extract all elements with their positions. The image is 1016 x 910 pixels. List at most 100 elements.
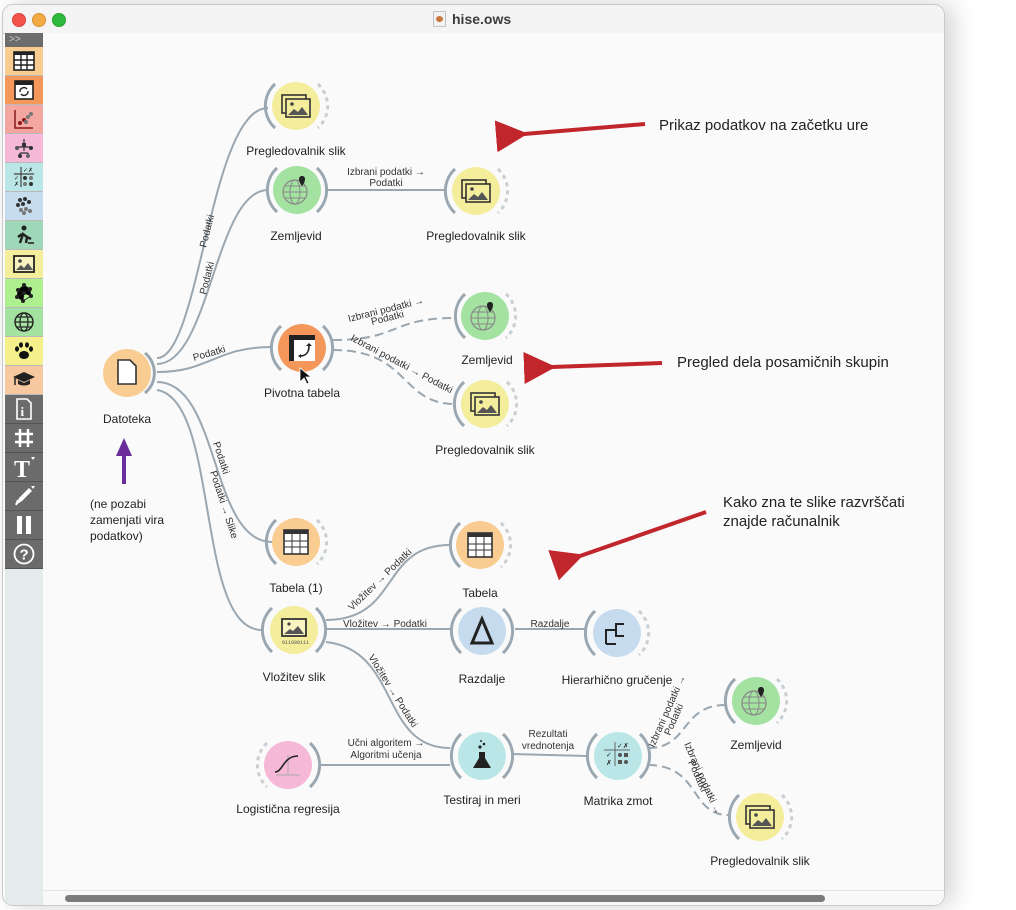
annotation-text-1[interactable]: Prikaz podatkov na začetku ure — [659, 117, 869, 134]
annotation-arrow-red-1[interactable] — [494, 120, 646, 153]
scatter-plot-icon — [14, 110, 33, 129]
node-label: Razdalje — [459, 672, 506, 686]
annotation-text-2[interactable]: Pregled dela posamičnih skupin — [677, 354, 889, 371]
category-geo-button[interactable] — [5, 308, 43, 337]
node-zemljevid-3[interactable]: Zemljevid — [723, 677, 789, 752]
scrollbar-thumb[interactable] — [65, 895, 825, 902]
graduation-cap-icon — [13, 372, 35, 386]
paw-icon — [15, 342, 33, 359]
table-icon — [13, 51, 35, 71]
annotation-text-4-line: zamenjati vira — [90, 513, 165, 527]
category-model-button[interactable] — [5, 134, 43, 163]
link-matrika-zemljevid3[interactable] — [647, 704, 727, 749]
link-label: Podatki — [198, 261, 217, 296]
node-label: Logistična regresija — [236, 802, 340, 816]
tool-pause-button[interactable] — [5, 511, 43, 540]
link-label: Razdalje — [531, 619, 570, 630]
node-testiraj-in-meri[interactable]: Testiraj in meri — [443, 732, 521, 807]
annotation-text-4-line: podatkov) — [90, 529, 143, 543]
category-visualize-button[interactable] — [5, 105, 43, 134]
link-datoteka-zemljevid1[interactable] — [156, 189, 269, 365]
node-pivotna-tabela[interactable]: Pivotna tabela — [264, 324, 340, 400]
window-title-text: hise.ows — [452, 11, 512, 27]
tool-help-button[interactable]: ? — [5, 540, 43, 569]
clusters-icon — [16, 197, 32, 215]
category-data-button[interactable] — [5, 47, 43, 76]
tree-icon — [15, 139, 33, 158]
link-datoteka-pivot[interactable] — [156, 346, 273, 373]
category-image-analytics-button[interactable] — [5, 250, 43, 279]
node-pregledovalnik-slik-4[interactable]: Pregledovalnik slik — [710, 793, 811, 868]
link-label: Vložitev → Podatki — [343, 619, 427, 630]
tool-text-button[interactable]: T — [5, 453, 43, 482]
node-label: Datoteka — [103, 412, 151, 426]
link-label: Vložitev → Podatki — [365, 653, 419, 730]
help-icon: ? — [13, 543, 35, 565]
link-datoteka-pregled1[interactable] — [156, 107, 269, 359]
svg-text:✓✗: ✓✗ — [617, 742, 629, 750]
node-matrika-zmot[interactable]: ✓✗✓✗ Matrika zmot — [584, 732, 653, 808]
category-bioinformatics-button[interactable] — [5, 337, 43, 366]
link-datoteka-tabela1[interactable] — [156, 381, 273, 543]
node-zemljevid-1[interactable]: Zemljevid — [265, 166, 329, 243]
image-viewer-icon — [281, 94, 311, 118]
tool-info-button[interactable]: i — [5, 395, 43, 424]
worker-icon — [17, 225, 34, 244]
annotation-text-3[interactable]: Kako zna te slike razvrščati znajde raču… — [723, 493, 905, 531]
category-unsupervised-button[interactable] — [5, 192, 43, 221]
link-matrika-pregled4[interactable] — [647, 764, 729, 816]
category-evaluate-button[interactable]: ✓✗✓✗ — [5, 163, 43, 192]
link-pivot-pregled3[interactable] — [332, 349, 456, 405]
link-datoteka-vlozitev[interactable] — [156, 389, 263, 631]
node-tabela-1[interactable]: Tabela (1) — [264, 518, 329, 595]
maximize-window-button[interactable] — [52, 13, 66, 27]
link-pivot-zemljevid2[interactable] — [332, 317, 456, 341]
image-icon — [13, 255, 35, 273]
tool-arrow-button[interactable] — [5, 482, 43, 511]
title-bar: hise.ows — [3, 5, 944, 34]
tool-grid-button[interactable] — [5, 424, 43, 453]
node-razdalje[interactable]: Razdalje — [449, 607, 515, 686]
svg-text:?: ? — [20, 547, 29, 564]
annotation-arrow-red-2[interactable] — [523, 352, 663, 385]
image-viewer-icon — [745, 805, 775, 829]
window-title: hise.ows — [433, 11, 511, 27]
node-datoteka[interactable]: Datoteka — [103, 349, 156, 426]
annotation-text-4[interactable]: (ne pozabi zamenjati vira podatkov) — [90, 496, 164, 544]
node-hierarhicno-grucenje[interactable]: Hierarhično gručenje — [562, 609, 673, 687]
category-education-button[interactable] — [5, 221, 43, 250]
annotation-arrow-purple-head — [116, 438, 132, 456]
link-vlozitev-testiraj[interactable] — [325, 641, 451, 749]
node-logisticna-regresija[interactable]: Logistična regresija — [236, 741, 340, 816]
node-pregledovalnik-slik-2[interactable]: Pregledovalnik slik — [426, 167, 527, 243]
link-vlozitev-tabela[interactable] — [325, 544, 451, 621]
confusion-matrix-icon: ✓✗✓✗ — [14, 167, 34, 188]
node-label: Tabela — [462, 586, 498, 600]
node-label: Zemljevid — [461, 353, 512, 367]
node-zemljevid-2[interactable]: Zemljevid — [453, 292, 518, 367]
category-educational-button[interactable] — [5, 366, 43, 395]
link-label: vrednotenja — [522, 741, 575, 752]
link-testiraj-matrika[interactable] — [511, 753, 588, 757]
close-window-button[interactable] — [12, 13, 26, 27]
widget-toolbox: >> ✓✗✓✗ — [5, 33, 43, 905]
table-icon — [467, 532, 493, 558]
category-transform-button[interactable] — [5, 76, 43, 105]
map-pin-globe-icon — [741, 687, 767, 716]
minimize-window-button[interactable] — [32, 13, 46, 27]
horizontal-scrollbar[interactable] — [43, 890, 944, 905]
node-label: Vložitev slik — [263, 670, 327, 684]
category-network-button[interactable] — [5, 279, 43, 308]
toolbox-expand-button[interactable]: >> — [5, 33, 43, 47]
svg-text:✓: ✓ — [606, 752, 612, 759]
node-vlozitev-slik[interactable]: 011000111 Vložitev slik — [260, 606, 328, 684]
link-label: Vložitev → Podatki — [346, 547, 414, 613]
annotation-arrow-red-3[interactable] — [548, 510, 707, 581]
link-label: Izbrani podatki → — [347, 167, 425, 178]
node-pregledovalnik-slik-3[interactable]: Pregledovalnik slik — [435, 380, 536, 457]
node-pregledovalnik-slik-1[interactable]: Pregledovalnik slik — [246, 82, 347, 158]
text-icon: T — [14, 457, 35, 479]
info-icon: i — [16, 398, 32, 420]
node-tabela[interactable]: Tabela — [448, 521, 513, 600]
